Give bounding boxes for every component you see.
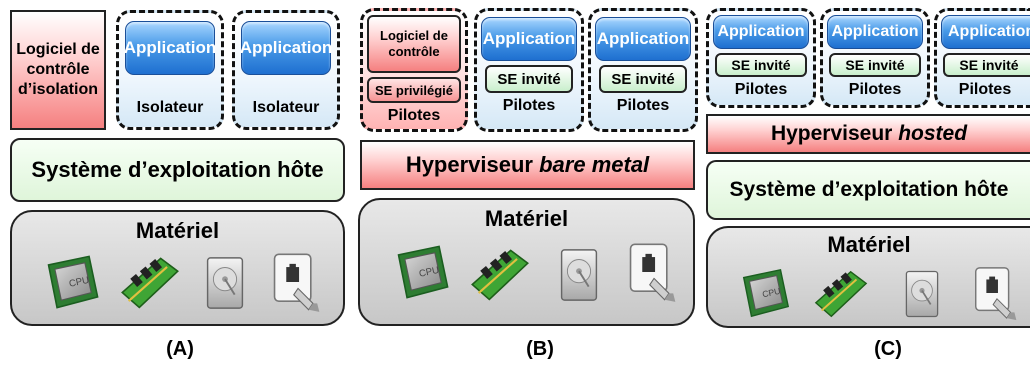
guest-os-box: SE invité [715,53,807,77]
hard-drive-icon [196,254,254,312]
hardware-layer: Matériel [358,198,695,326]
container-2: Application Isolateur [232,10,340,130]
guest-os-box: SE invité [485,65,573,93]
drivers-label: Pilotes [958,81,1012,98]
bare-metal-hypervisor-layer: Hyperviseur bare metal [360,140,695,190]
network-port-icon [266,250,330,314]
cpu-icon [40,250,104,314]
drivers-label: Pilotes [616,97,670,114]
ram-icon [118,252,182,316]
application-box: Application [713,15,809,49]
cpu-icon [390,240,454,304]
host-os-layer: Système d’exploitation hôte [10,138,345,202]
network-port-icon [622,240,686,304]
application-box: Application [240,21,332,75]
guest-os-box: SE invité [599,65,687,93]
drivers-label: Pilotes [502,97,556,114]
caption-c: (C) [874,337,902,360]
drivers-label: Pilotes [734,81,788,98]
guest-os-box: SE invité [943,53,1030,77]
hardware-layer: Matériel [10,210,345,326]
hardware-label: Matériel [827,232,911,257]
isolation-software-label: Logiciel de contrôle d’isolation [16,41,100,98]
application-box: Application [827,15,923,49]
guest-vm-1: Application SE invité Pilotes [474,8,584,132]
isolateur-label: Isolateur [136,99,204,116]
caption-b: (B) [526,337,554,360]
isolation-software-box: Logiciel de contrôle d’isolation [10,10,106,130]
isolateur-label: Isolateur [252,99,320,116]
control-software-box: Logiciel de contrôle [367,15,461,73]
network-port-icon [968,264,1026,322]
hardware-label: Matériel [135,218,220,243]
hardware-label: Matériel [484,206,569,231]
ram-icon [812,266,870,324]
container-1: Application Isolateur [116,10,224,130]
application-box: Application [941,15,1030,49]
guest-vm-3: Application SE invité Pilotes [934,8,1030,108]
caption-a: (A) [166,337,194,360]
application-box: Application [595,17,691,61]
guest-vm-2: Application SE invité Pilotes [588,8,698,132]
privileged-os-box: SE privilégié [367,77,461,103]
hardware-layer: Matériel [706,226,1030,328]
cpu-icon [736,264,794,322]
hard-drive-icon [896,268,948,320]
guest-vm-1: Application SE invité Pilotes [706,8,816,108]
guest-os-box: SE invité [829,53,921,77]
ram-icon [468,244,532,308]
application-box: Application [124,21,216,75]
drivers-label: Pilotes [848,81,902,98]
host-os-layer: Système d’exploitation hôte [706,160,1030,220]
hosted-hypervisor-layer: Hyperviseur hosted [706,114,1030,154]
hard-drive-icon [550,246,608,304]
drivers-label: Pilotes [387,107,441,124]
guest-vm-2: Application SE invité Pilotes [820,8,930,108]
application-box: Application [481,17,577,61]
control-vm: Logiciel de contrôle SE privilégié Pilot… [360,8,468,132]
